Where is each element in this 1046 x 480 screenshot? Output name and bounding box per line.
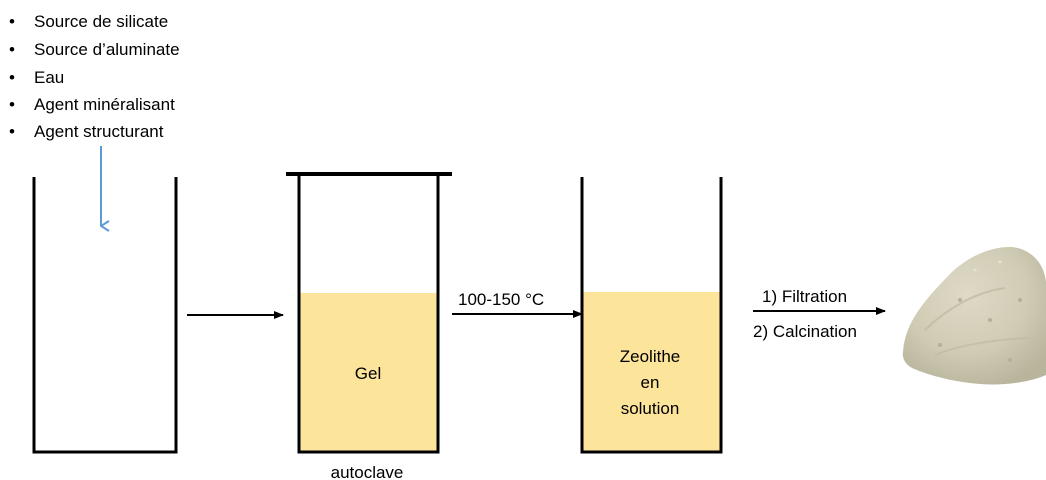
ingredient-item: • Source de silicate (9, 12, 168, 31)
ingredient-item: • Agent structurant (9, 122, 164, 141)
bullet: • (9, 12, 15, 31)
zeolite-label-line2: en (641, 373, 660, 392)
bullet: • (9, 122, 15, 141)
ingredient-item: • Agent minéralisant (9, 95, 175, 114)
zeolite-solution-fill (582, 292, 721, 452)
bullet: • (9, 68, 15, 87)
autoclave-vessel: Gel (286, 172, 452, 454)
powder-icon (902, 246, 1046, 385)
filtration-label: 1) Filtration (762, 287, 847, 306)
zeolite-beaker (580, 177, 723, 454)
zeolite-label-line3: solution (621, 399, 680, 418)
temperature-label: 100-150 °C (458, 290, 544, 309)
calcination-label: 2) Calcination (753, 322, 857, 341)
gel-label: Gel (355, 364, 381, 383)
autoclave-label: autoclave (331, 463, 404, 480)
autoclave-beaker (297, 174, 440, 454)
ingredient-item: • Eau (9, 68, 64, 87)
zeolite-label-line1: Zeolithe (620, 347, 680, 366)
ingredient-label: Agent structurant (34, 122, 164, 141)
ingredient-label: Source de silicate (34, 12, 168, 31)
ingredient-label: Agent minéralisant (34, 95, 175, 114)
ingredient-label: Eau (34, 68, 64, 87)
bullet: • (9, 40, 15, 59)
ingredient-item: • Source d’aluminate (9, 40, 180, 59)
ingredient-list: • Source de silicate • Source d’aluminat… (9, 12, 180, 141)
zeolite-beaker-group: Zeolithe en solution (580, 177, 723, 454)
ingredient-label: Source d’aluminate (34, 40, 180, 59)
bullet: • (9, 95, 15, 114)
empty-beaker (32, 177, 178, 454)
gel-fill (299, 293, 438, 452)
